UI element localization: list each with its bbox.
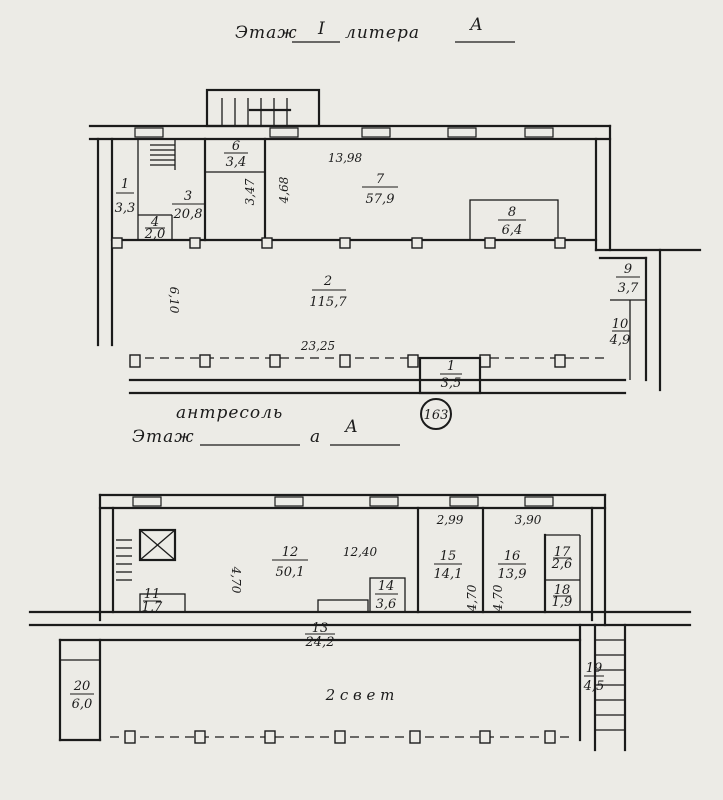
floor-one-plan: 6 3,4 1 3,3 3 20,8 4 2,0 7 57,9 8 6,4 — [88, 88, 702, 395]
svg-text:20: 20 — [73, 679, 91, 694]
mezzanine-plan: 12 50,1 11 1,7 14 3,6 15 14,1 16 13,9 17… — [28, 493, 692, 752]
room-14-label: 14 3,6 — [375, 579, 398, 612]
floor-one-header: Этаж I литера А — [235, 15, 515, 43]
svg-text:14,1: 14,1 — [434, 567, 463, 582]
svg-text:19: 19 — [586, 661, 603, 676]
dimension-label: 4,68 — [277, 176, 291, 204]
svg-text:24,2: 24,2 — [305, 635, 335, 650]
dimension-label: 3,90 — [515, 513, 542, 527]
svg-text:7: 7 — [376, 172, 385, 187]
header-mezz-mid: а — [310, 427, 321, 447]
svg-text:2,0: 2,0 — [144, 227, 166, 242]
room-17-label: 17 2,6 — [551, 545, 573, 572]
svg-text:1,9: 1,9 — [552, 595, 573, 610]
room-13-label: 13 24,2 — [305, 621, 335, 650]
room-5-label: 1 3,3 — [115, 177, 136, 216]
header-mezzanine-handwritten: антресоль — [176, 403, 283, 423]
dimension-label: 6,10 — [167, 287, 181, 314]
svg-text:2,6: 2,6 — [551, 557, 573, 572]
svg-text:1: 1 — [121, 177, 129, 192]
svg-text:13,9: 13,9 — [498, 567, 527, 582]
header-mezz-prefix: Этаж — [132, 427, 195, 447]
svg-text:12: 12 — [282, 545, 299, 560]
header-litera-word: литера — [345, 23, 420, 43]
dimension-label: 3,47 — [243, 178, 257, 205]
svg-text:16: 16 — [504, 549, 521, 564]
svg-text:1,7: 1,7 — [142, 600, 163, 615]
svg-text:3,3: 3,3 — [115, 201, 136, 216]
room-7-label: 7 57,9 — [362, 172, 398, 207]
header-mezz-letter: А — [344, 417, 359, 437]
svg-text:4,5: 4,5 — [583, 679, 605, 694]
svg-text:3,5: 3,5 — [441, 376, 462, 391]
room-20-label: 20 6,0 — [70, 679, 94, 712]
svg-text:3: 3 — [184, 189, 192, 204]
mezzanine-header: антресоль Этаж а А — [132, 403, 400, 447]
svg-text:18: 18 — [554, 583, 571, 598]
svg-text:13: 13 — [312, 621, 329, 636]
svg-text:2: 2 — [323, 274, 332, 289]
room-3-label: 3 20,8 — [172, 189, 204, 222]
room-12-label: 12 50,1 — [272, 545, 308, 580]
svg-text:50,1: 50,1 — [276, 565, 305, 580]
room-9-label: 9 3,7 — [616, 262, 640, 296]
dimension-label: 4,70 — [229, 566, 243, 594]
room-6-label: 6 3,4 — [224, 139, 248, 170]
double-height-void-label: 2 с в е т — [325, 686, 395, 704]
svg-text:6: 6 — [232, 139, 240, 154]
room-1-vestibule-label: 1 3,5 — [440, 359, 462, 391]
dimension-label: 2,99 — [436, 513, 464, 527]
svg-text:8: 8 — [508, 205, 516, 220]
svg-text:9: 9 — [624, 262, 632, 277]
svg-text:4,9: 4,9 — [609, 333, 631, 348]
dimension-label: 4,70 — [491, 584, 505, 612]
svg-text:57,9: 57,9 — [366, 192, 395, 207]
svg-text:6,0: 6,0 — [72, 697, 93, 712]
svg-text:3,6: 3,6 — [376, 597, 397, 612]
svg-text:1: 1 — [447, 359, 455, 374]
svg-text:6,4: 6,4 — [502, 223, 523, 238]
inventory-stamp: 163 — [420, 398, 452, 430]
svg-text:3,7: 3,7 — [618, 281, 639, 296]
room-11-label: 11 1,7 — [142, 587, 163, 615]
svg-text:3,4: 3,4 — [226, 155, 247, 170]
dimension-label: 13,98 — [328, 151, 363, 165]
room-15-label: 15 14,1 — [434, 549, 463, 582]
room-18-label: 18 1,9 — [552, 583, 573, 610]
svg-text:15: 15 — [440, 549, 457, 564]
room-2-label: 2 115,7 — [309, 274, 347, 310]
header-floor-prefix: Этаж — [235, 23, 298, 43]
header-litera-letter: А — [469, 15, 484, 35]
dimension-label: 12,40 — [343, 545, 378, 559]
svg-text:10: 10 — [612, 317, 629, 332]
svg-text:4: 4 — [150, 215, 159, 230]
room-4-label: 4 2,0 — [144, 215, 166, 242]
room-10-label: 10 4,9 — [609, 317, 631, 348]
stamp-number: 163 — [424, 408, 449, 423]
dimension-label: 4,70 — [465, 584, 479, 612]
svg-text:20,8: 20,8 — [173, 207, 203, 222]
svg-text:11: 11 — [144, 587, 161, 602]
svg-text:17: 17 — [554, 545, 571, 560]
room-19-label: 19 4,5 — [583, 661, 605, 694]
svg-text:115,7: 115,7 — [309, 295, 347, 310]
header-floor-number: I — [317, 19, 326, 39]
room-8-label: 8 6,4 — [498, 205, 526, 238]
room-16-label: 16 13,9 — [498, 549, 527, 582]
svg-text:14: 14 — [378, 579, 395, 594]
dimension-label: 23,25 — [300, 339, 335, 353]
